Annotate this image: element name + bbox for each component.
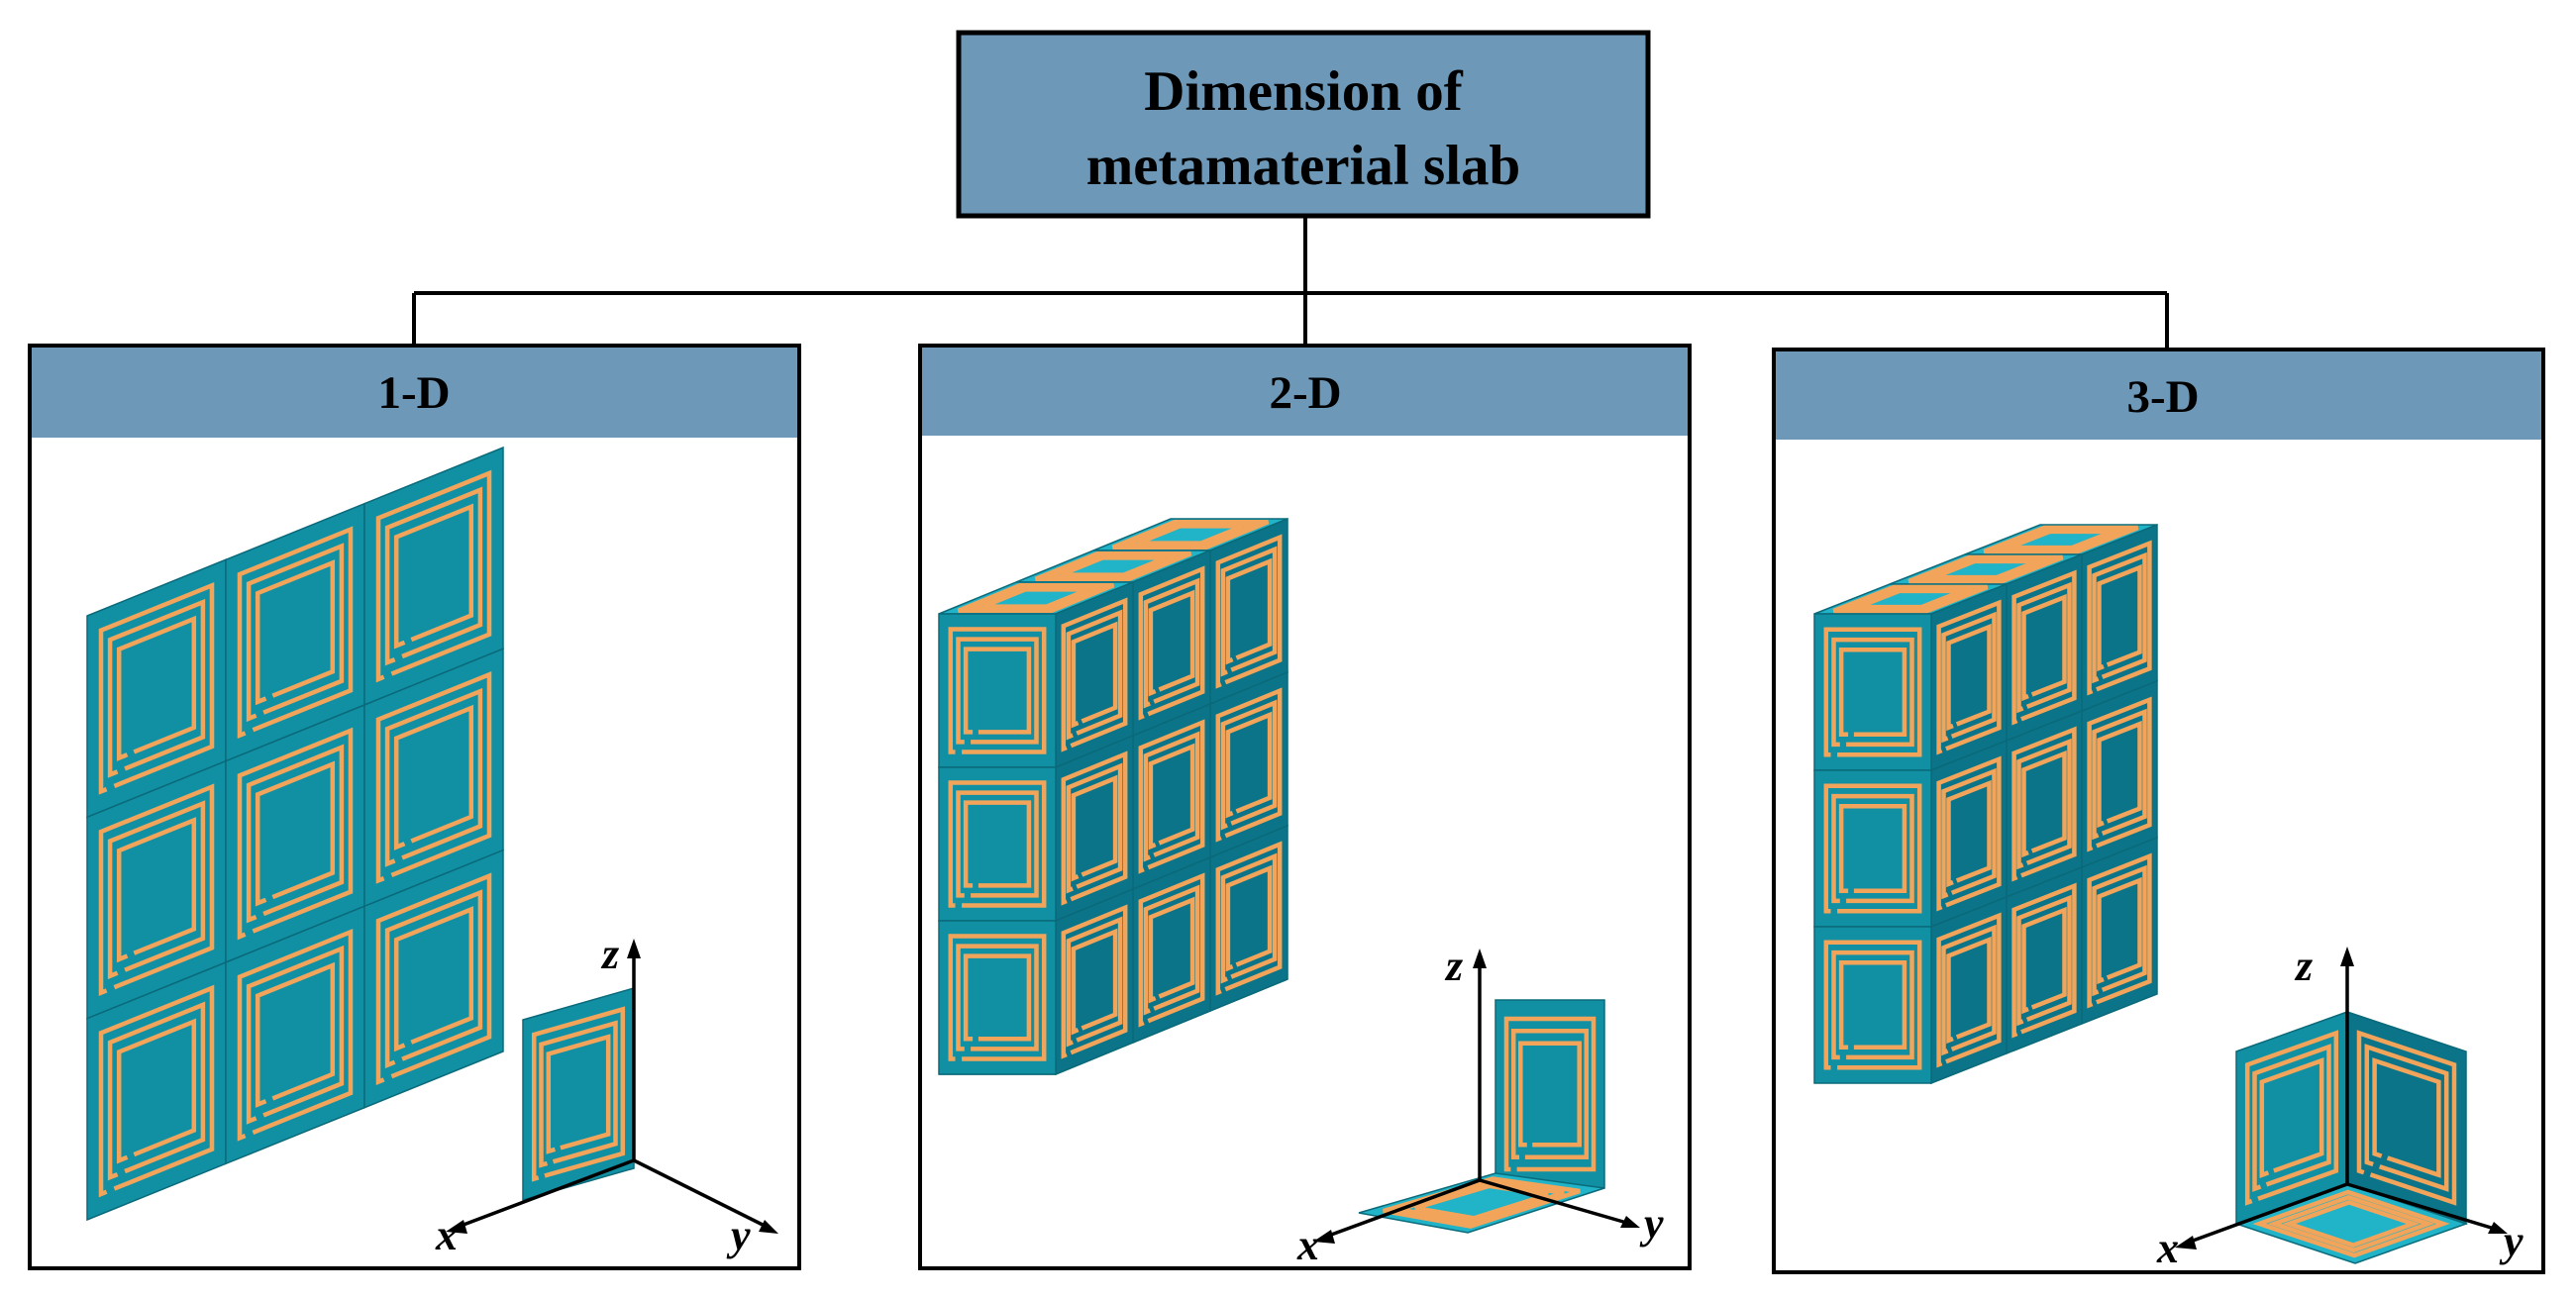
block-side-j1k2 [2081, 679, 2158, 869]
front-cell-j1 [938, 766, 1057, 922]
sheet-cell-r1c1 [225, 703, 365, 964]
panel-2d-frame [918, 344, 1692, 1270]
block-top-k0 [1813, 583, 2008, 615]
axes-1d: z x y [435, 930, 778, 1259]
axis-label-z-1d: z [600, 930, 619, 978]
block-side-j0k0 [1930, 582, 2008, 772]
sheet-cell-r0c0 [86, 558, 227, 819]
axes-3d: z x y [2156, 942, 2524, 1272]
block-top-k2 [1964, 524, 2158, 555]
panel-3d-label: 3-D [2126, 371, 2199, 423]
side-wall-j1k2 [1209, 670, 1288, 859]
sheet-cell-r0c2 [363, 446, 504, 707]
axis-y-3d [2346, 1182, 2499, 1232]
axis-label-z-3d: z [2294, 942, 2313, 990]
axis-label-x-3d: x [2156, 1224, 2179, 1272]
panel-3d-artwork [1813, 523, 2469, 1264]
side-wall-j1k0 [1055, 734, 1134, 923]
block-side-j2k0 [1930, 895, 2008, 1085]
axis-label-y-3d: y [2499, 1217, 2524, 1265]
panel-2d-header [920, 346, 1690, 436]
block-side-j2k1 [2006, 865, 2083, 1055]
axis-x-1d [455, 1158, 635, 1230]
axis-x-3d [2184, 1182, 2348, 1246]
unit-cell-3d-left [2235, 1010, 2348, 1226]
panel-1d: 1-D [28, 344, 801, 1270]
top-plate-k2 [1092, 518, 1288, 551]
sheet-cell-r1c0 [86, 759, 227, 1020]
axis-y-2d [1479, 1178, 1631, 1226]
panel-2d-label: 2-D [1269, 367, 1341, 419]
side-wall-j0k2 [1209, 517, 1288, 706]
panel-2d-artwork [938, 517, 1605, 1234]
axis-y-1d [633, 1158, 770, 1230]
title-line-2: metamaterial slab [1086, 135, 1520, 197]
axes-2d: z x y [1296, 942, 1664, 1269]
panel-1d-header [30, 346, 799, 438]
block-side-j1k0 [1930, 739, 2008, 929]
axis-label-y-1d: y [726, 1211, 751, 1259]
title-line-1: Dimension of [1144, 60, 1463, 123]
sheet-cell-r2c0 [86, 960, 227, 1222]
sheet-cell-r0c1 [225, 502, 365, 762]
front-cell-j2 [938, 920, 1057, 1075]
side-wall-j2k1 [1132, 855, 1211, 1045]
block-side-j1k1 [2006, 709, 2083, 899]
unit-cell-2d-vertical [1494, 999, 1605, 1189]
panel-3d: 3-D [1772, 348, 2545, 1274]
connector-lines [412, 216, 2169, 349]
side-wall-j2k2 [1209, 824, 1288, 1013]
front-cell-j0 [938, 613, 1057, 768]
axis-label-z-2d: z [1444, 942, 1463, 990]
side-wall-j0k0 [1055, 580, 1134, 769]
sheet-cell-r2c2 [363, 849, 504, 1109]
panel-1d-frame [28, 344, 801, 1270]
panel-1d-label: 1-D [377, 367, 450, 419]
axis-label-y-2d: y [1639, 1199, 1664, 1248]
top-plate-k1 [1015, 550, 1211, 583]
panel-1d-artwork [86, 446, 635, 1222]
panel-2d: 2-D [918, 344, 1692, 1270]
sheet-cell-r2c1 [225, 905, 365, 1165]
block-side-j0k1 [2006, 552, 2083, 743]
top-plate-k0 [938, 581, 1134, 615]
side-wall-j0k1 [1132, 549, 1211, 738]
title-box: Dimension of metamaterial slab [956, 30, 1651, 219]
side-wall-j2k0 [1055, 887, 1134, 1076]
block-front-j1 [1813, 769, 1932, 928]
panel-3d-header [1774, 350, 2543, 440]
axis-x-2d [1322, 1178, 1481, 1240]
sheet-cell-r1c2 [363, 648, 504, 908]
axis-label-x-1d: x [435, 1211, 458, 1259]
block-side-j2k2 [2081, 836, 2158, 1026]
block-front-j0 [1813, 613, 1932, 771]
unit-cell-1d [522, 987, 635, 1201]
panel-3d-frame [1772, 348, 2545, 1274]
axis-label-x-2d: x [1296, 1221, 1319, 1269]
side-wall-j1k1 [1132, 702, 1211, 891]
block-side-j0k2 [2081, 523, 2158, 713]
block-front-j2 [1813, 926, 1932, 1084]
